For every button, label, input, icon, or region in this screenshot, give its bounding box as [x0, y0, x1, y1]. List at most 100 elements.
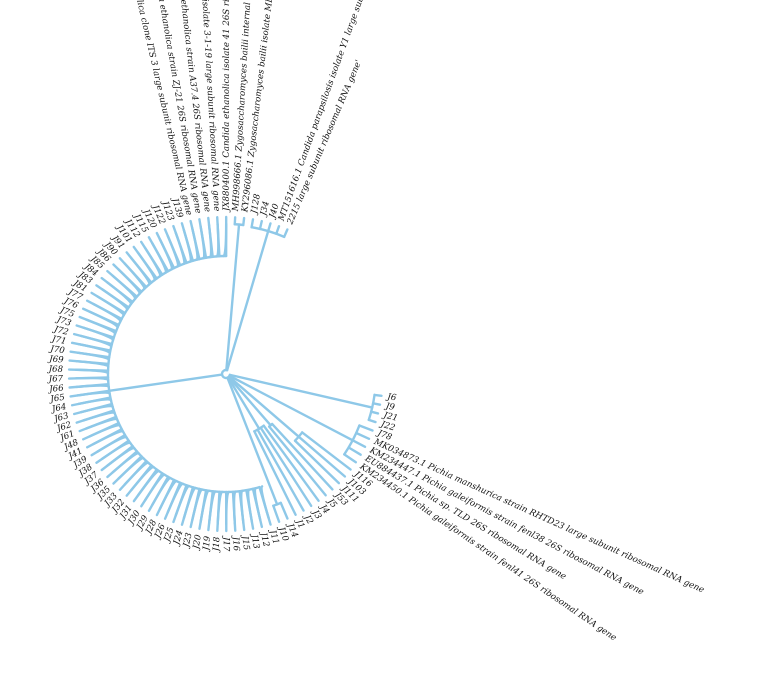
branch-hook-49	[77, 398, 113, 406]
branch-hook-66	[117, 268, 141, 295]
branch-hook-26	[216, 490, 224, 525]
leaf-label: J66	[47, 383, 65, 394]
leaf-label: J67	[47, 374, 64, 384]
branch-hook-21	[253, 487, 262, 522]
branch-hook-55	[76, 351, 111, 362]
stem-clade-j116-j111	[227, 375, 300, 438]
branch-hook-32	[166, 482, 184, 514]
branch-tip-7	[347, 446, 362, 456]
branch-hook-39	[117, 456, 145, 480]
branch-hook-65	[111, 274, 137, 300]
branch-hook-64	[106, 281, 133, 306]
branch-tip-13	[267, 425, 327, 497]
branch-tip-17	[253, 430, 297, 516]
branch-hook-31	[174, 484, 191, 517]
leaf-label: KM234447.1 Pichia galeiformis strain fen…	[367, 445, 645, 597]
leaf-label: J40	[267, 202, 281, 221]
branch-tip-11	[293, 439, 341, 485]
leaf-label: J71	[49, 334, 67, 347]
branch-hook-57	[79, 334, 113, 348]
branch-hook-78	[207, 223, 213, 259]
branch-tip-19	[272, 504, 281, 523]
leaf-label: J19	[201, 535, 213, 553]
branch-hook-52	[74, 376, 110, 382]
branch-hook-22	[246, 488, 254, 523]
branch-hook-69	[136, 251, 156, 282]
branch-hook-74	[174, 231, 186, 265]
stem-clade-main-comb	[108, 373, 224, 393]
branch-hook-76	[190, 226, 199, 261]
branch-hook-68	[129, 256, 151, 286]
branch-hook-30	[182, 486, 197, 520]
stem-clade-j4-j1	[226, 376, 261, 430]
branch-hook-56	[77, 343, 112, 355]
branch-hook-27	[207, 490, 217, 525]
leaf-label: J24	[171, 529, 185, 548]
leaf-label: J21	[380, 410, 398, 424]
leaf-label: J13	[248, 532, 261, 550]
leaf-label: J12	[257, 530, 270, 548]
branch-tip-4	[358, 424, 374, 432]
branch-hook-47	[82, 411, 116, 422]
branch-hook-60	[88, 310, 119, 329]
branch-tip-12	[270, 422, 334, 491]
branch-tip-16	[256, 428, 305, 512]
branch-hook-28	[199, 489, 210, 524]
branch-hook-44	[92, 430, 125, 446]
branch-hook-38	[123, 461, 150, 486]
branch-tip-5	[355, 431, 371, 441]
branch-tip-15	[259, 426, 313, 508]
leaf-label: J23	[181, 531, 195, 550]
branch-hook-72	[158, 238, 174, 271]
branch-hook-50	[76, 391, 111, 397]
leaf-label: J9	[383, 401, 396, 413]
branch-hook-63	[101, 288, 129, 311]
branch-hook-73	[166, 234, 180, 268]
branch-tip-18	[279, 501, 289, 520]
branch-hook-20	[260, 485, 270, 520]
branch-hook-41	[106, 446, 136, 467]
leaf-label: J15	[239, 533, 251, 550]
branch-hook-23	[240, 489, 245, 525]
leaf-label: J63	[51, 411, 70, 425]
stem-clade-zygo	[225, 223, 241, 372]
branch-hook-46	[85, 417, 119, 430]
branch-hook-24	[232, 490, 237, 525]
leaf-label: JX880400.1 Candida ethanolica isolate 41…	[222, 0, 232, 213]
branch-hook-77	[199, 224, 206, 260]
leaf-label: J34	[258, 200, 271, 218]
branch-hook-53	[74, 368, 110, 375]
branch-hook-25	[225, 490, 231, 526]
leaf-label: J70	[48, 344, 66, 356]
branch-tip-84	[258, 219, 263, 231]
branch-hook-58	[82, 326, 115, 342]
stem-clade-j6-j22	[228, 373, 374, 409]
branch-hook-67	[123, 262, 146, 291]
leaf-label: J69	[47, 354, 65, 365]
leaf-label: J68	[47, 364, 64, 374]
branch-tip-87	[283, 228, 289, 239]
leaf-label: J62	[54, 420, 73, 435]
branch-hook-40	[111, 452, 140, 474]
branch-tip-83	[250, 218, 255, 229]
branch-tip-9	[300, 431, 352, 471]
branch-hook-43	[96, 435, 128, 453]
branch-tip-14	[262, 424, 320, 502]
branch-tip-86	[275, 225, 281, 235]
branch-hook-33	[158, 479, 178, 510]
leaf-label: J20	[191, 533, 204, 551]
leaf-label: J11	[266, 527, 280, 546]
branch-tip-10	[297, 435, 347, 478]
branch-tip-85	[266, 222, 272, 233]
branch-hook-42	[101, 441, 132, 460]
leaf-label: J17	[221, 535, 231, 552]
branch-hook-34	[151, 476, 172, 506]
branch-hook-29	[191, 488, 204, 522]
branch-hook-45	[88, 423, 122, 438]
root-arc	[220, 368, 232, 380]
leaf-label: J22	[378, 419, 397, 434]
stem-clade-pichia	[228, 374, 354, 442]
branch-hook-37	[129, 465, 155, 492]
